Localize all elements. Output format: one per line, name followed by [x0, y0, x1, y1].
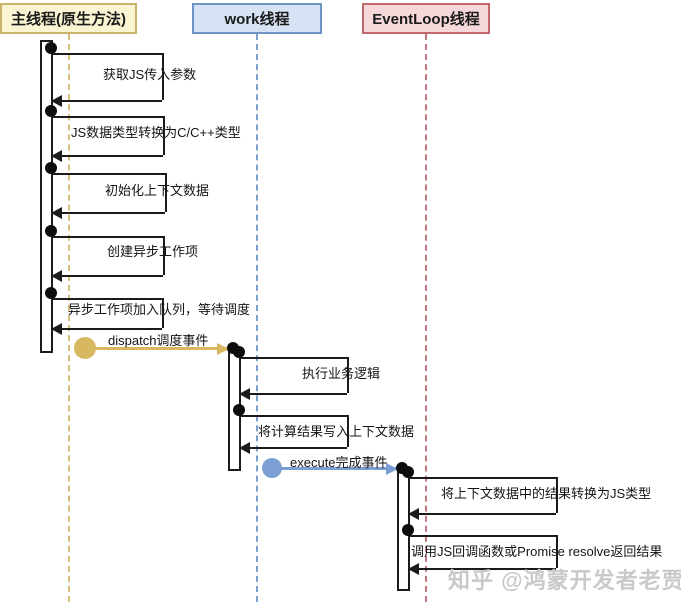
participant-label-work: work线程	[224, 11, 290, 28]
participant-box-work[interactable]: work线程	[192, 3, 322, 34]
self-message-return-segment	[52, 100, 162, 102]
arrowhead-icon	[51, 270, 62, 282]
message-origin-dot-icon	[74, 337, 96, 359]
self-message-outbound-segment	[52, 173, 165, 175]
arrowhead-icon	[51, 95, 62, 107]
self-message-turn-segment	[162, 53, 164, 100]
self-message-label: 获取JS传入参数	[103, 67, 197, 82]
arrowhead-icon	[51, 323, 62, 335]
message-origin-dot-icon	[402, 524, 414, 536]
arrowhead-icon	[217, 343, 229, 355]
message-origin-dot-icon	[45, 42, 57, 54]
arrowhead-icon	[51, 207, 62, 219]
self-message-turn-segment	[163, 236, 165, 275]
self-message-return-segment	[52, 328, 162, 330]
self-message-return-segment	[409, 568, 556, 570]
message-target-dot-icon	[396, 462, 408, 474]
message-origin-dot-icon	[45, 287, 57, 299]
self-message-turn-segment	[347, 357, 349, 393]
self-message-turn-segment	[163, 116, 165, 155]
cross-message-line	[272, 467, 398, 470]
arrowhead-icon	[408, 508, 419, 520]
lifeline-work	[256, 34, 258, 602]
self-message-label: 创建异步工作项	[107, 244, 199, 259]
cross-message-label: dispatch调度事件	[108, 333, 209, 348]
self-message-turn-segment	[347, 415, 349, 447]
lifeline-main	[68, 34, 70, 602]
self-message-label: 执行业务逻辑	[302, 366, 381, 381]
participant-box-eventloop[interactable]: EventLoop线程	[362, 3, 490, 34]
arrowhead-icon	[239, 388, 250, 400]
self-message-return-segment	[52, 275, 163, 277]
participant-label-main: 主线程(原生方法)	[11, 11, 126, 28]
arrowhead-icon	[386, 463, 398, 475]
self-message-return-segment	[409, 513, 556, 515]
message-target-dot-icon	[227, 342, 239, 354]
self-message-outbound-segment	[52, 116, 163, 118]
self-message-outbound-segment	[409, 477, 556, 479]
self-message-outbound-segment	[240, 415, 347, 417]
self-message-return-segment	[52, 212, 165, 214]
participant-box-main[interactable]: 主线程(原生方法)	[0, 3, 137, 34]
self-message-turn-segment	[165, 173, 167, 212]
self-message-outbound-segment	[52, 298, 162, 300]
self-message-label: 初始化上下文数据	[105, 183, 210, 198]
message-origin-dot-icon	[45, 225, 57, 237]
self-message-turn-segment	[556, 477, 558, 513]
self-message-label: 异步工作项加入队列，等待调度	[68, 302, 251, 317]
cross-message-label: execute完成事件	[290, 455, 388, 470]
activation-bar-main	[40, 40, 53, 353]
self-message-turn-segment	[556, 535, 558, 568]
cross-message-line	[85, 347, 229, 350]
message-origin-dot-icon	[233, 404, 245, 416]
self-message-outbound-segment	[52, 53, 162, 55]
message-origin-dot-icon	[45, 105, 57, 117]
self-message-return-segment	[240, 393, 347, 395]
lifeline-eventloop	[425, 34, 427, 602]
self-message-outbound-segment	[52, 236, 163, 238]
arrowhead-icon	[51, 150, 62, 162]
self-message-return-segment	[52, 155, 163, 157]
self-message-outbound-segment	[409, 535, 556, 537]
participant-label-eventloop: EventLoop线程	[372, 11, 480, 28]
self-message-turn-segment	[162, 298, 164, 328]
self-message-label: 调用JS回调函数或Promise resolve返回结果	[411, 544, 663, 559]
self-message-label: JS数据类型转换为C/C++类型	[71, 125, 241, 140]
message-origin-dot-icon	[45, 162, 57, 174]
watermark: 知乎 @鸿蒙开发者老贾	[448, 568, 681, 593]
self-message-label: 将上下文数据中的结果转换为JS类型	[441, 486, 652, 501]
arrowhead-icon	[239, 442, 250, 454]
self-message-return-segment	[240, 447, 347, 449]
self-message-label: 将计算结果写入上下文数据	[258, 424, 415, 439]
message-origin-dot-icon	[262, 458, 282, 478]
arrowhead-icon	[408, 563, 419, 575]
self-message-outbound-segment	[240, 357, 347, 359]
